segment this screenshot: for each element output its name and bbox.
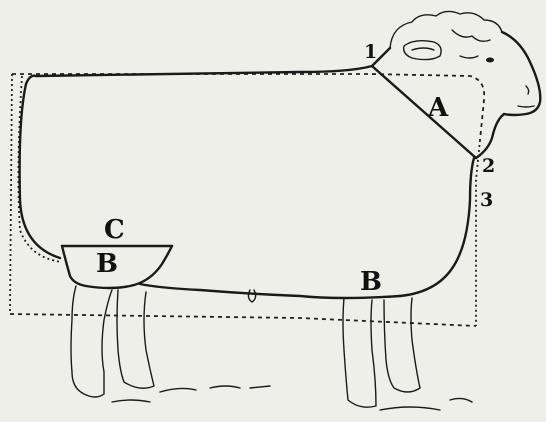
point-1-label: 1 bbox=[364, 41, 377, 63]
eye bbox=[486, 58, 494, 63]
ideal-outline-rear bbox=[10, 74, 12, 314]
jaw-throat bbox=[476, 114, 504, 158]
region-B-belly-label: B bbox=[360, 267, 382, 297]
sheep-body bbox=[20, 66, 474, 302]
nostril bbox=[526, 86, 529, 94]
point-3-label: 3 bbox=[480, 189, 493, 211]
mouth bbox=[518, 106, 534, 107]
topline bbox=[36, 66, 372, 76]
hind-leg-left bbox=[71, 286, 112, 397]
region-A-label: A bbox=[427, 93, 449, 123]
face-profile bbox=[502, 32, 540, 115]
region-C-label: C bbox=[104, 215, 125, 245]
brisket-front bbox=[400, 158, 474, 296]
ideal-outline bbox=[10, 74, 484, 326]
hind-leg-right bbox=[117, 290, 154, 388]
ear-inner bbox=[412, 48, 434, 50]
region-B-rear-label: B bbox=[96, 249, 118, 279]
fore-leg-left bbox=[343, 298, 376, 407]
ideal-outline-rump bbox=[18, 76, 62, 262]
ideal-outline-bottom bbox=[10, 314, 476, 326]
back-line bbox=[20, 76, 60, 258]
ideal-outline-front bbox=[476, 140, 480, 326]
fore-leg-right bbox=[384, 298, 420, 392]
ear bbox=[404, 41, 441, 60]
poll-wool bbox=[390, 11, 502, 48]
face-wool bbox=[452, 30, 490, 58]
navel bbox=[248, 290, 255, 302]
sheep-head bbox=[372, 11, 540, 158]
ideal-outline-top bbox=[12, 74, 484, 140]
legs bbox=[71, 286, 472, 410]
point-2-label: 2 bbox=[482, 155, 495, 177]
region-A-boundary bbox=[372, 66, 476, 158]
